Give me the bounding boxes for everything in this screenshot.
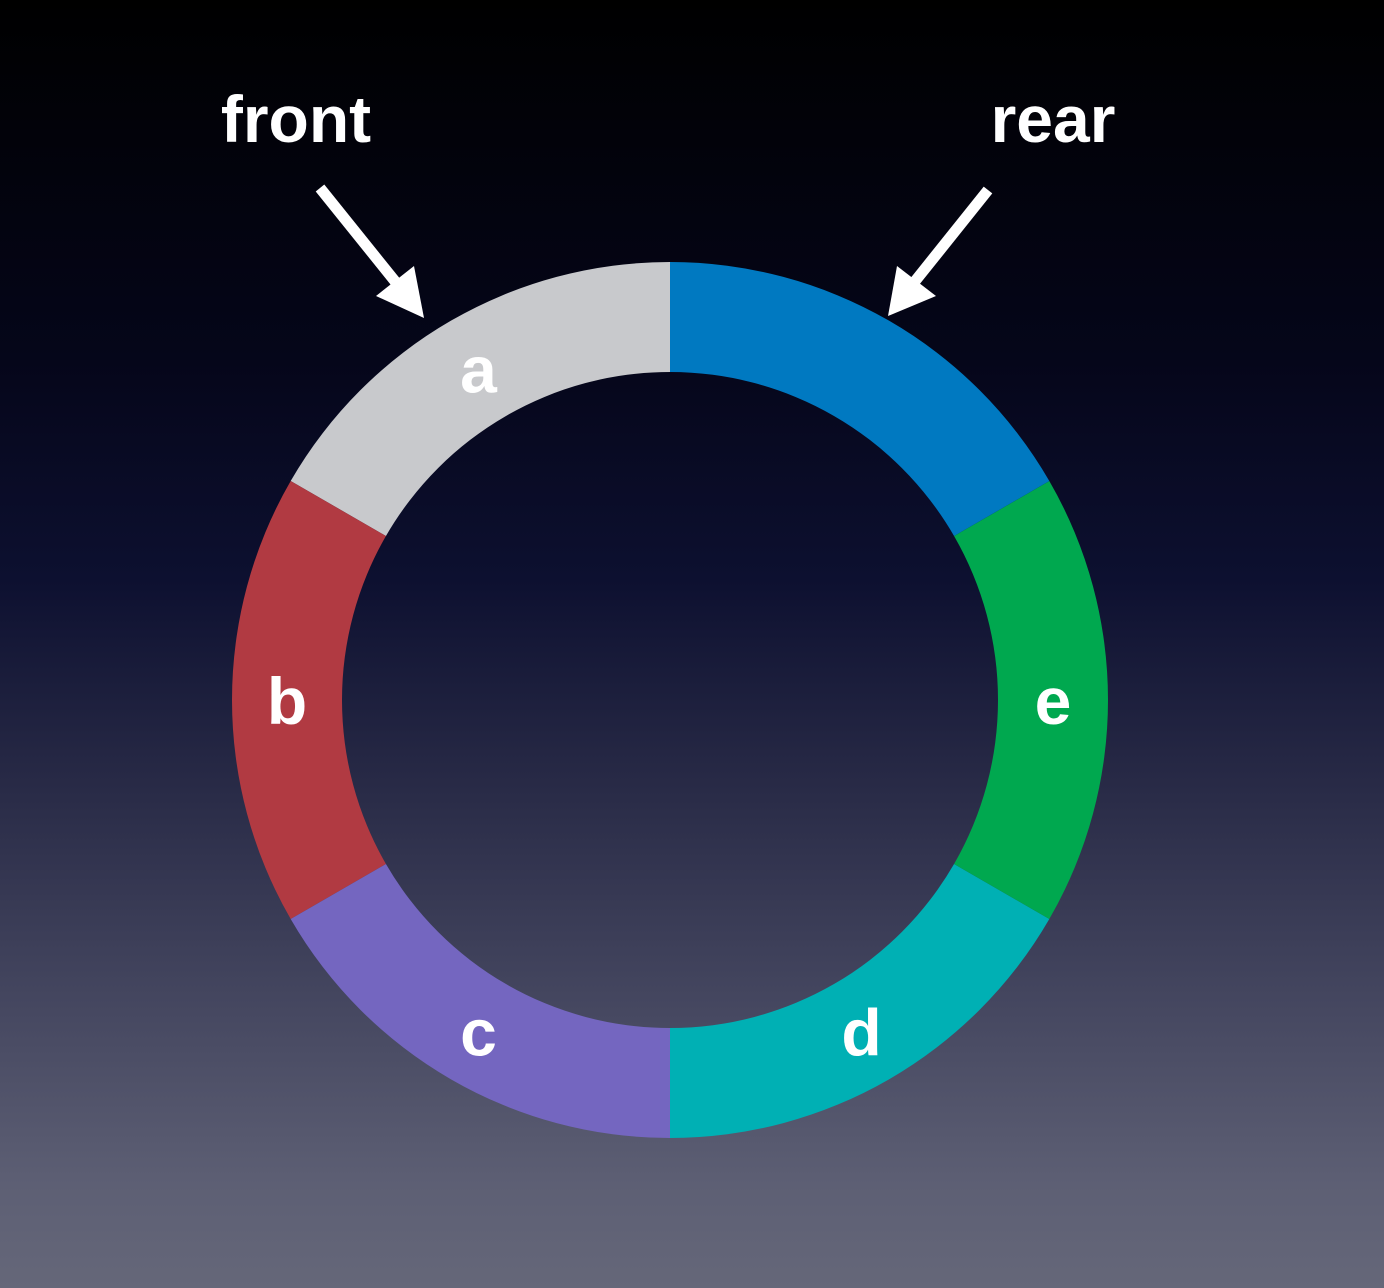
- front-label: front: [221, 82, 371, 156]
- ring-segment-a: [290, 262, 670, 536]
- segment-label-b: b: [267, 664, 307, 738]
- front-arrow-icon: [315, 184, 424, 318]
- segment-label-e: e: [1035, 664, 1072, 738]
- ring-segment-c: [290, 864, 670, 1138]
- rear-arrow-icon: [888, 186, 993, 316]
- ring-segment-f: [670, 262, 1050, 536]
- ring-segment-d: [670, 864, 1050, 1138]
- ring: [231, 262, 1108, 1138]
- segment-label-c: c: [460, 996, 497, 1070]
- rear-label: rear: [991, 82, 1116, 156]
- segment-labels: a b c d e: [267, 332, 1072, 1069]
- segment-label-a: a: [460, 332, 498, 406]
- ring-segment-e: [954, 481, 1108, 919]
- ring-segment-b: [231, 481, 386, 919]
- segment-label-d: d: [841, 996, 881, 1070]
